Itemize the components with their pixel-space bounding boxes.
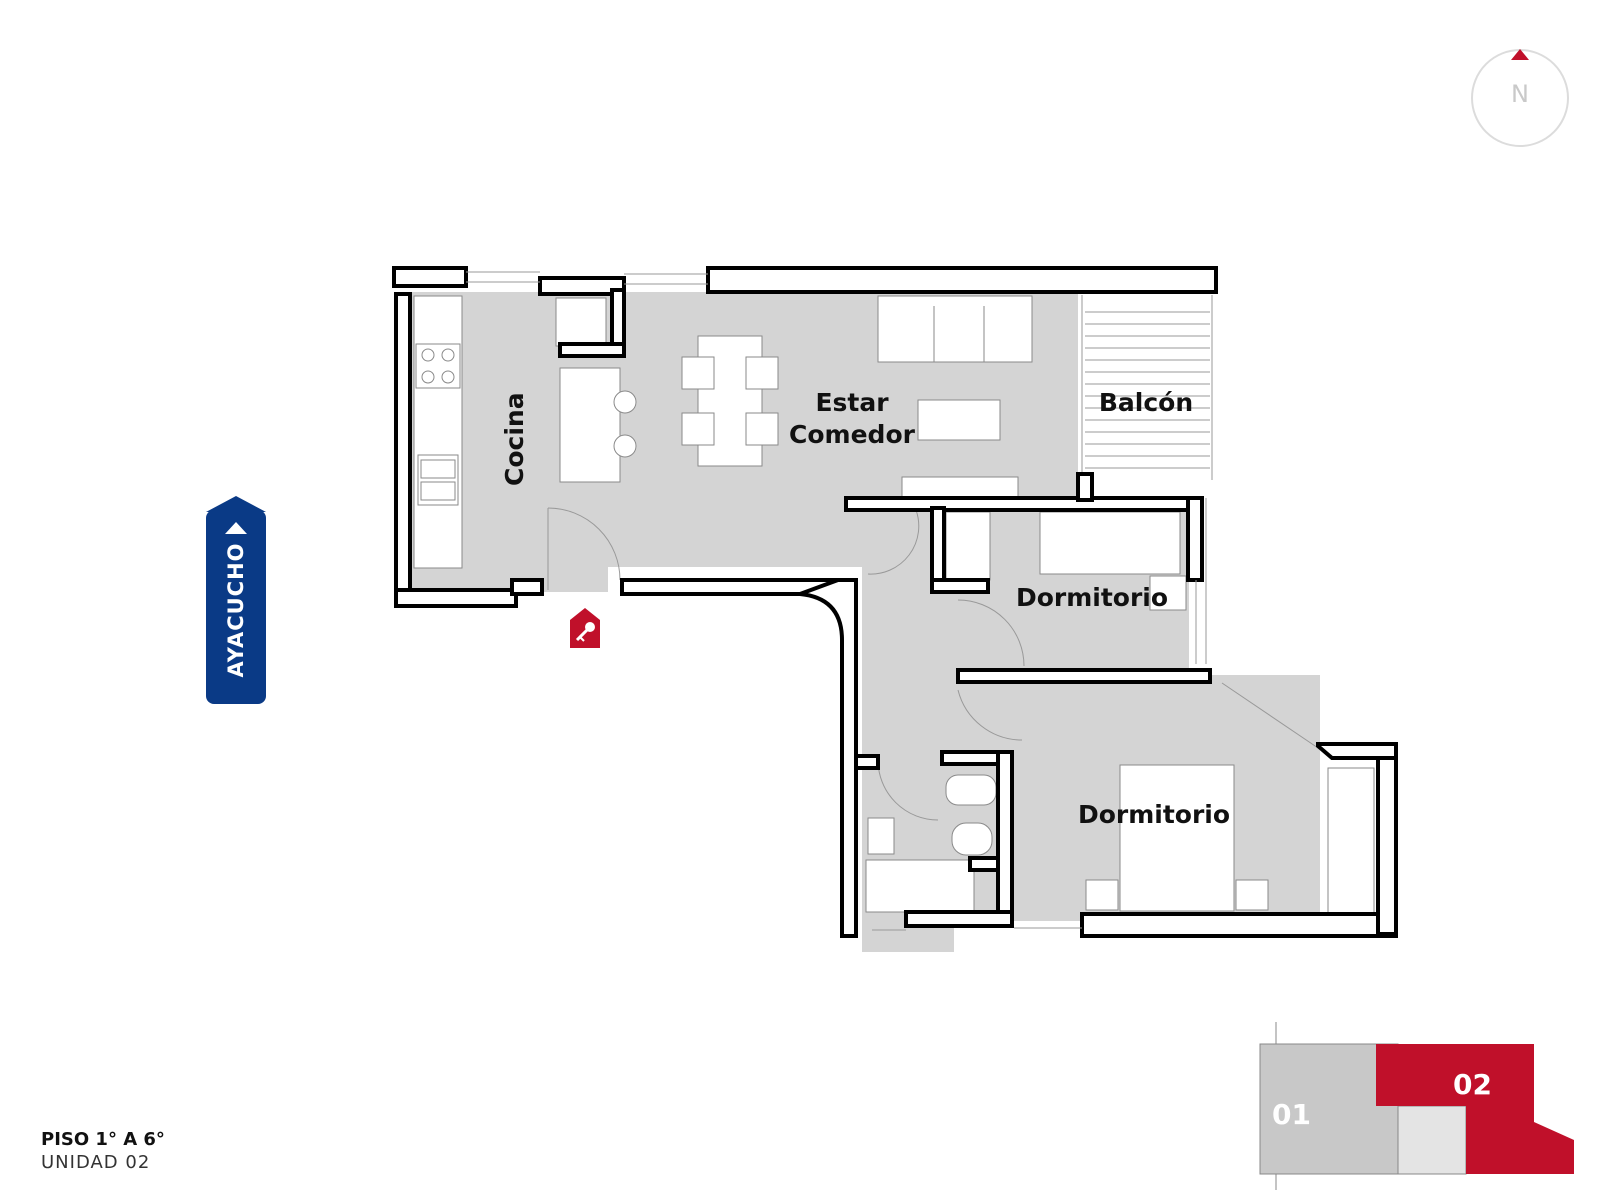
shower [865,859,975,913]
bidet [951,822,993,856]
furniture [413,295,1375,915]
compass-label: N [1511,80,1529,108]
keyplan-core [1397,1105,1467,1175]
room-label-cocina: Cocina [500,392,529,486]
key-house-icon [570,608,600,648]
keyplan-unit-01 [1259,1043,1399,1175]
keyplan-unit-02 [1376,1044,1574,1174]
balcony-area [1078,292,1213,482]
street-sign [206,510,266,704]
room-label-comedor: Comedor [789,420,916,449]
sofa [877,295,1033,363]
keyplan-label-02: 02 [1453,1068,1492,1101]
kitchen-counter [413,295,463,569]
closet-1 [945,511,991,581]
key-plan [1259,1022,1574,1190]
dining-table [697,335,763,467]
unit-label: UNIDAD 02 [41,1152,151,1173]
windows [466,271,1207,931]
fridge [555,297,607,347]
street-arrow-icon [225,522,247,534]
door-swings [547,507,1325,821]
closet-2 [1327,767,1375,915]
room-label-estar: Estar [815,388,889,417]
room-label-balcon: Balcón [1099,388,1193,417]
double-bed [1119,764,1235,912]
toilet [945,774,997,806]
sink-icon [417,454,459,506]
room-label-dormitorio-1: Dormitorio [1016,583,1168,612]
keyplan-label-01: 01 [1272,1098,1311,1131]
north-arrow-icon [1471,49,1569,147]
floor-range-label: PISO 1° A 6° [41,1129,165,1150]
stove-icon [415,343,461,389]
kitchen-island [559,367,621,483]
walls [392,266,1398,938]
washbasin [867,817,895,855]
street-name: AYACUCHO [224,542,248,678]
desk [1039,511,1181,575]
tv-unit [901,476,1019,500]
street-sign-notch [206,496,266,512]
coffee-table [917,399,1001,441]
room-label-dormitorio-2: Dormitorio [1078,800,1230,829]
